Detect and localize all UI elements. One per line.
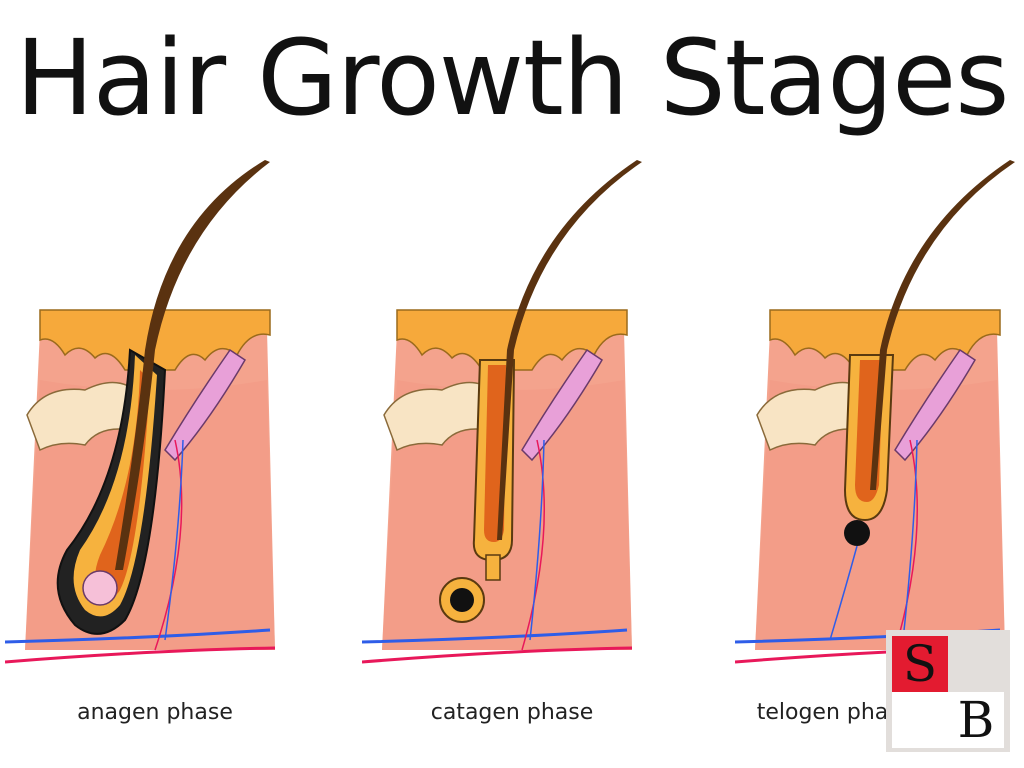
vein-red xyxy=(362,646,633,664)
stage-catagen: catagen phase xyxy=(362,150,662,750)
page-title: Hair Growth Stages xyxy=(15,17,1010,139)
logo-letter-s: S xyxy=(892,636,948,692)
stage-label-catagen: catagen phase xyxy=(430,700,594,725)
vein-blue xyxy=(362,628,628,644)
vein-red xyxy=(5,646,276,664)
logo-letter-b: B xyxy=(948,692,1004,748)
catagen-diagram xyxy=(362,160,642,664)
vein-blue xyxy=(5,628,271,644)
stage-telogen: telogen phase xyxy=(735,150,1024,750)
stage-anagen: anagen phase xyxy=(5,150,305,750)
dermal-papilla xyxy=(844,520,870,546)
sb-logo: S B xyxy=(886,630,1010,752)
anagen-diagram xyxy=(5,160,276,664)
dermal-papilla xyxy=(82,570,118,606)
sebaceous-gland xyxy=(894,348,977,462)
sebaceous-gland xyxy=(521,348,604,462)
telogen-diagram xyxy=(735,160,1015,664)
hair-shaft xyxy=(115,160,270,570)
hair-shaft xyxy=(870,160,1015,490)
sebaceous-gland xyxy=(164,348,247,462)
logo-blank xyxy=(892,692,948,748)
stage-label-anagen: anagen phase xyxy=(77,700,233,725)
